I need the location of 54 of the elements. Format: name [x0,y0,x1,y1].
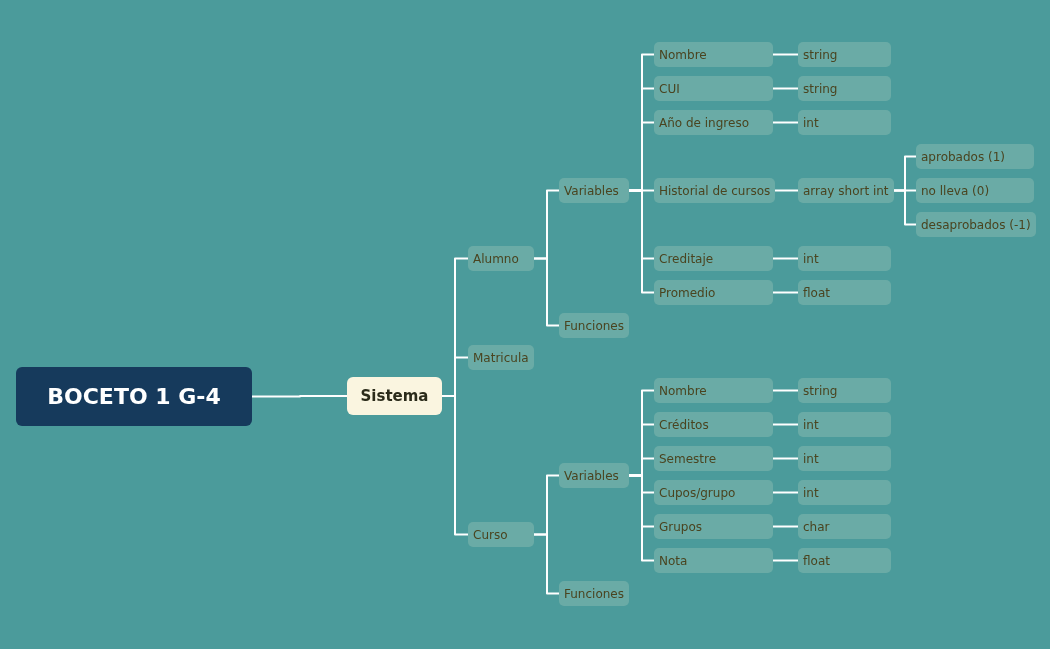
subtopic-box: no lleva (0) [916,178,1034,203]
subtopic-box: Funciones [559,313,629,338]
connector-line [772,423,799,426]
subtopic-box: desaprobados (-1) [916,212,1036,237]
subtopic-box: Nombre [654,42,773,67]
connector-line [772,53,799,56]
connector-line [772,525,799,528]
subtopic-box: int [798,412,891,437]
topic-box: Sistema [347,377,442,415]
subtopic-box: char [798,514,891,539]
subtopic-box: int [798,246,891,271]
subtopic-box: aprobados (1) [916,144,1034,169]
subtopic-box: Historial de cursos [654,178,776,203]
subtopic-box: string [798,76,891,101]
connector-line [772,257,799,260]
subtopic-box: Matricula [468,345,534,370]
connector-line [772,389,799,392]
subtopic-box: Nota [654,548,773,573]
connector-line [251,395,348,398]
subtopic-box: Semestre [654,446,773,471]
subtopic-box: Cupos/grupo [654,480,773,505]
subtopic-box: Año de ingreso [654,110,773,135]
connector-line [533,257,560,327]
connector-line [772,121,799,124]
subtopic-box: int [798,480,891,505]
connector-line [533,533,560,595]
subtopic-box: string [798,378,891,403]
subtopic-box: Nombre [654,378,773,403]
subtopic-box: Variables [559,178,629,203]
connector-line [893,189,917,226]
title-box: BOCETO 1 G-4 [16,367,252,426]
connector-line [628,189,655,294]
connector-line [772,291,799,294]
subtopic-box: Promedio [654,280,773,305]
subtopic-box: Créditos [654,412,773,437]
subtopic-box: string [798,42,891,67]
connector-line [441,395,469,536]
subtopic-box: Funciones [559,581,629,606]
subtopic-box: float [798,280,891,305]
subtopic-box: int [798,446,891,471]
subtopic-box: int [798,110,891,135]
connector-line [772,559,799,562]
subtopic-box: array short int [798,178,894,203]
connector-line [772,457,799,460]
connector-line [772,87,799,90]
connector-line [628,474,655,562]
subtopic-box: CUI [654,76,773,101]
subtopic-box: float [798,548,891,573]
subtopic-box: Curso [468,522,534,547]
subtopic-box: Grupos [654,514,773,539]
subtopic-box: Creditaje [654,246,773,271]
subtopic-box: Variables [559,463,629,488]
subtopic-box: Alumno [468,246,534,271]
connector-line [772,491,799,494]
